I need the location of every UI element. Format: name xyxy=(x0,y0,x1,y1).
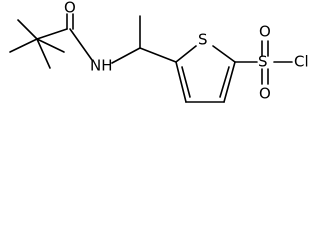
bond-ring-c5-c4 xyxy=(223,61,236,103)
bond-ring-c3-c2 xyxy=(175,61,187,103)
bond-c2-c3 xyxy=(36,38,65,53)
atom-sulfur-sulfonyl: S xyxy=(258,53,268,71)
bond-ring-c5-c4-inner xyxy=(219,66,230,98)
bond-n-ch xyxy=(111,47,141,64)
atom-oxygen-carbonyl: O xyxy=(64,0,76,17)
bond-c2-c5 xyxy=(36,38,51,69)
atom-sulfur-thiophene: S xyxy=(198,31,208,49)
bond-c2-carbonyl xyxy=(36,28,68,40)
bond-ring-c2-s xyxy=(175,45,197,63)
bond-ring-c3-c2-inner xyxy=(181,66,191,98)
atom-chlorine: Cl xyxy=(294,53,309,71)
molecule-structure-diagram: O NH S S O O Cl xyxy=(9,0,309,103)
atom-oxygen-sulfonyl-top: O xyxy=(259,23,271,41)
atom-oxygen-sulfonyl-bottom: O xyxy=(259,85,271,103)
bond-ch-ring xyxy=(139,47,177,63)
bond-c2-c4 xyxy=(17,19,38,40)
atom-nitrogen-amide: NH xyxy=(90,57,113,75)
bond-ring-s-c5 xyxy=(212,45,236,63)
bond-c1-c2 xyxy=(9,38,38,53)
bond-carbonyl-n xyxy=(69,28,93,61)
